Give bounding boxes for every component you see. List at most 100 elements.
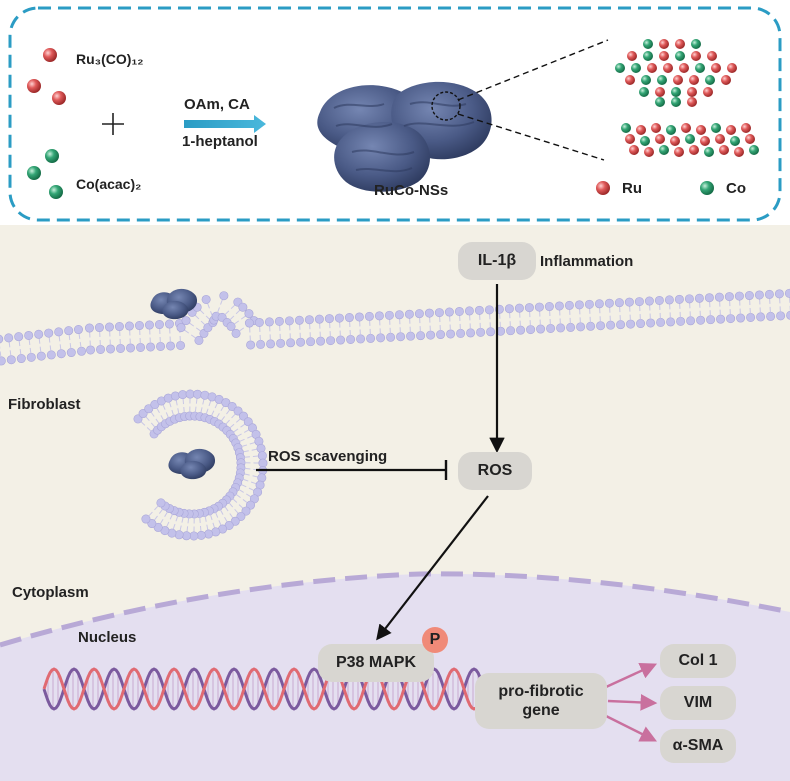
lattice-atom	[621, 123, 631, 133]
lattice-atom	[711, 123, 721, 133]
co-precursor-atoms	[27, 149, 63, 199]
ros-node: ROS	[458, 452, 532, 490]
il1b-node: IL-1β	[458, 242, 536, 280]
lattice-atom	[741, 123, 751, 133]
output-col1: Col 1	[660, 644, 736, 678]
cytoplasm-label: Cytoplasm	[12, 584, 89, 601]
lattice-atom	[674, 147, 684, 157]
lattice-atom	[679, 63, 689, 73]
legend-ru-label: Ru	[622, 180, 642, 197]
lattice-atom	[643, 39, 653, 49]
legend-co-atom	[700, 181, 714, 195]
arrow-gene-to-col1	[605, 662, 658, 689]
lattice-atom	[691, 51, 701, 61]
lattice-atom	[726, 125, 736, 135]
zoom-circle	[431, 91, 461, 121]
lattice-atom	[749, 145, 759, 155]
lattice-atom	[659, 39, 669, 49]
lattice-atom	[625, 75, 635, 85]
ros-scavenging-label: ROS scavenging	[268, 448, 388, 465]
lattice-atom	[615, 63, 625, 73]
lattice-atom	[670, 136, 680, 146]
lattice-atom	[625, 134, 635, 144]
lattice-atom	[673, 75, 683, 85]
fibroblast-label: Fibroblast	[8, 396, 81, 413]
lattice-atom	[675, 39, 685, 49]
lattice-atom	[627, 51, 637, 61]
lattice-atom	[703, 87, 713, 97]
lattice-atom	[696, 125, 706, 135]
lattice-atom	[721, 75, 731, 85]
legend-co-label: Co	[726, 180, 746, 197]
arrow-gene-to-asma	[605, 714, 658, 742]
lattice-atom	[647, 63, 657, 73]
lattice-atom	[687, 97, 697, 107]
lattice-atom	[671, 97, 681, 107]
lattice-atom	[719, 145, 729, 155]
lattice-atom	[655, 87, 665, 97]
zoom-line-bottom	[457, 113, 605, 161]
inflammation-label: Inflammation	[540, 253, 634, 270]
lattice-atom	[641, 75, 651, 85]
lattice-atom	[655, 97, 665, 107]
lattice-atom	[644, 147, 654, 157]
lattice-atom	[659, 51, 669, 61]
lattice-top-view	[615, 39, 737, 107]
plasma-membrane	[0, 288, 790, 366]
conditions-label-1: OAm, CA	[184, 96, 250, 113]
lattice-atom	[727, 63, 737, 73]
lattice-atom	[700, 136, 710, 146]
lattice-atom	[640, 136, 650, 146]
zoom-line-top	[457, 39, 609, 101]
nanosheet-cluster	[317, 81, 492, 192]
lattice-atom	[687, 87, 697, 97]
conditions-label-2: 1-heptanol	[182, 133, 258, 150]
lattice-atom	[655, 134, 665, 144]
nuclear-envelope	[0, 571, 790, 648]
nucleus-label: Nucleus	[78, 629, 137, 646]
gene-label-line1: pro-fibrotic	[498, 683, 584, 700]
lattice-side-view	[621, 123, 759, 157]
lattice-atom	[689, 145, 699, 155]
lattice-atom	[689, 75, 699, 85]
output-vim: VIM	[660, 686, 736, 720]
lattice-atom	[651, 123, 661, 133]
pro-fibrotic-gene-node: pro-fibrotic gene	[475, 673, 607, 729]
lattice-atom	[734, 147, 744, 157]
lattice-atom	[730, 136, 740, 146]
lattice-atom	[695, 63, 705, 73]
arrow-gene-to-vim	[607, 694, 658, 711]
ru-precursor-label: Ru₃(CO)₁₂	[76, 51, 144, 67]
lattice-atom	[691, 39, 701, 49]
co-precursor-label: Co(acac)₂	[76, 176, 142, 192]
lattice-atom	[666, 125, 676, 135]
arrow-ros-to-p38	[376, 495, 489, 641]
lattice-atom	[707, 51, 717, 61]
nanosheet-internalized	[168, 448, 216, 480]
lattice-atom	[659, 145, 669, 155]
phosphorylation-badge: P	[422, 627, 448, 653]
lattice-atom	[663, 63, 673, 73]
lattice-atom	[705, 75, 715, 85]
lattice-atom	[704, 147, 714, 157]
lattice-atom	[643, 51, 653, 61]
lattice-atom	[631, 63, 641, 73]
lattice-atom	[629, 145, 639, 155]
p38-mapk-node: P38 MAPK	[318, 644, 434, 682]
lattice-atom	[745, 134, 755, 144]
output-asma: α-SMA	[660, 729, 736, 763]
reaction-arrow	[184, 115, 266, 133]
gene-label-line2: gene	[522, 702, 560, 719]
lattice-atom	[636, 125, 646, 135]
lattice-atom	[685, 134, 695, 144]
endocytic-vesicle	[133, 389, 268, 541]
nanosheet-extracellular	[150, 288, 198, 320]
lattice-atom	[671, 87, 681, 97]
lattice-atom	[711, 63, 721, 73]
lattice-atom	[675, 51, 685, 61]
ru-precursor-atoms	[27, 48, 66, 105]
lattice-atom	[681, 123, 691, 133]
legend-ru-atom	[596, 181, 610, 195]
product-label: RuCo-NSs	[374, 182, 449, 199]
